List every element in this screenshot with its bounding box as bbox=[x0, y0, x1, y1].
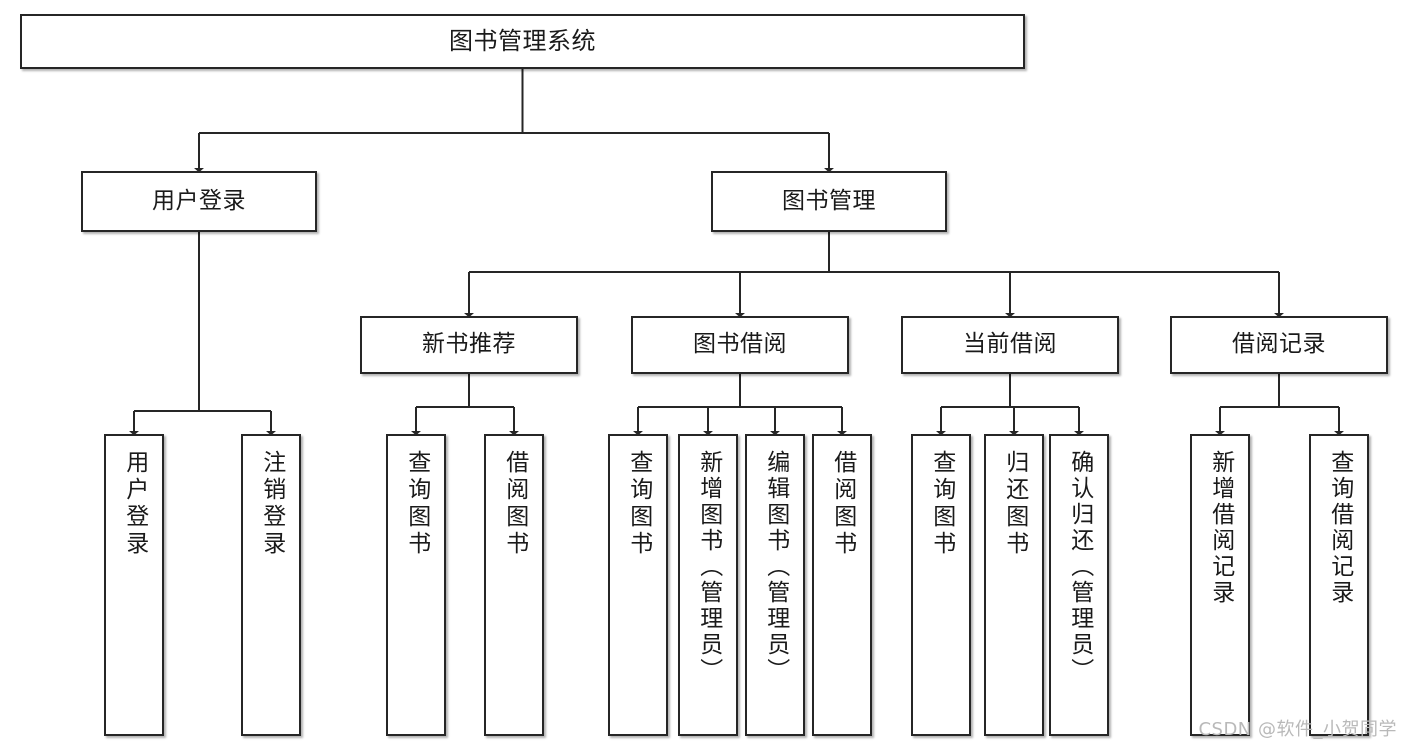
node-leaf-brw-add[interactable]: 新增图书（管理员） bbox=[678, 434, 738, 736]
node-root[interactable]: 图书管理系统 bbox=[20, 14, 1025, 69]
node-leaf-rcd-query[interactable]: 查询借阅记录 bbox=[1309, 434, 1369, 736]
node-label: 新增图书（管理员） bbox=[695, 450, 722, 684]
node-leaf-brw-borrow[interactable]: 借阅图书 bbox=[812, 434, 872, 736]
node-leaf-cur-return[interactable]: 归还图书 bbox=[984, 434, 1044, 736]
node-label: 用户登录 bbox=[121, 450, 148, 558]
node-leaf-user-login[interactable]: 用户登录 bbox=[104, 434, 164, 736]
node-label: 借阅图书 bbox=[501, 450, 528, 558]
node-label: 借阅图书 bbox=[829, 450, 856, 558]
node-label: 确认归还（管理员） bbox=[1066, 450, 1093, 684]
node-label: 查询图书 bbox=[928, 450, 955, 558]
watermark-text: CSDN @软件_小贺同学 bbox=[1198, 719, 1397, 740]
node-label: 编辑图书（管理员） bbox=[762, 450, 789, 684]
node-label: 查询图书 bbox=[625, 450, 652, 558]
node-book-manage[interactable]: 图书管理 bbox=[711, 171, 947, 232]
node-label: 图书管理系统 bbox=[449, 27, 596, 56]
node-label: 查询图书 bbox=[403, 450, 430, 558]
node-current-loan[interactable]: 当前借阅 bbox=[901, 316, 1119, 374]
node-label: 归还图书 bbox=[1001, 450, 1028, 558]
node-label: 新书推荐 bbox=[422, 331, 516, 358]
node-label: 图书借阅 bbox=[693, 331, 787, 358]
node-loan-record[interactable]: 借阅记录 bbox=[1170, 316, 1388, 374]
node-leaf-rcd-add[interactable]: 新增借阅记录 bbox=[1190, 434, 1250, 736]
node-label: 借阅记录 bbox=[1232, 331, 1326, 358]
node-label: 注销登录 bbox=[258, 450, 285, 558]
node-label: 用户登录 bbox=[152, 187, 246, 214]
node-leaf-brw-edit[interactable]: 编辑图书（管理员） bbox=[745, 434, 805, 736]
node-book-borrow[interactable]: 图书借阅 bbox=[631, 316, 849, 374]
node-leaf-brw-query[interactable]: 查询图书 bbox=[608, 434, 668, 736]
node-label: 当前借阅 bbox=[963, 331, 1057, 358]
node-leaf-cur-query[interactable]: 查询图书 bbox=[911, 434, 971, 736]
edge-group bbox=[128, 69, 1345, 436]
node-label: 新增借阅记录 bbox=[1207, 450, 1234, 606]
node-leaf-rec-query[interactable]: 查询图书 bbox=[386, 434, 446, 736]
node-label: 查询借阅记录 bbox=[1326, 450, 1353, 606]
node-label: 图书管理 bbox=[782, 187, 876, 214]
node-user-login[interactable]: 用户登录 bbox=[81, 171, 317, 232]
node-leaf-rec-borrow[interactable]: 借阅图书 bbox=[484, 434, 544, 736]
node-leaf-user-logout[interactable]: 注销登录 bbox=[241, 434, 301, 736]
node-new-book-rec[interactable]: 新书推荐 bbox=[360, 316, 578, 374]
node-leaf-cur-confirm[interactable]: 确认归还（管理员） bbox=[1049, 434, 1109, 736]
